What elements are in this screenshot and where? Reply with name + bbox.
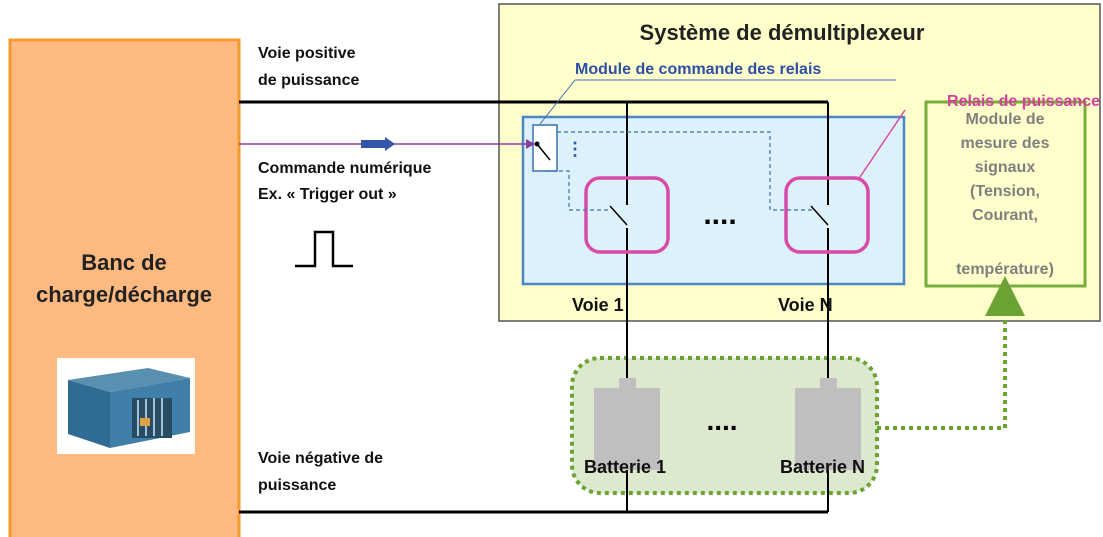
relay-ellipsis: .... xyxy=(703,198,736,231)
relay-1-switch xyxy=(609,205,628,226)
trigger-pulse-icon xyxy=(295,230,353,268)
battery-n-terminal xyxy=(820,378,837,388)
power-relay-label: Relais de puissance xyxy=(947,93,1100,110)
power-relay-n xyxy=(784,176,870,254)
measure-line6: température) xyxy=(956,261,1054,278)
negative-line-label-2: puissance xyxy=(258,477,336,494)
bench-box xyxy=(8,38,241,537)
measure-line3: signaux xyxy=(975,159,1036,176)
measure-line4: (Tension, xyxy=(970,183,1040,200)
command-internal-switch xyxy=(536,143,551,161)
command-label-1: Commande numérique xyxy=(258,160,431,177)
command-module-callout xyxy=(539,79,576,125)
positive-line-label-1: Voie positive xyxy=(258,45,356,62)
battery-1-label: Batterie 1 xyxy=(584,457,666,477)
battery-tester-photo-icon xyxy=(57,358,195,454)
measurement-link-arrow xyxy=(877,276,1025,430)
power-relay-callout xyxy=(857,109,906,181)
power-relay-1 xyxy=(584,176,670,254)
channel-n-label: Voie N xyxy=(778,295,833,315)
command-label-2: Ex. « Trigger out » xyxy=(258,186,397,203)
positive-line-label-2: de puissance xyxy=(258,72,359,89)
bench-label-line1: Banc de xyxy=(81,250,167,275)
signal-direction-arrow xyxy=(361,137,395,151)
measure-line1: Module de xyxy=(965,111,1044,128)
measure-line5: Courant, xyxy=(972,207,1038,224)
bench-label-line2: charge/décharge xyxy=(36,282,212,307)
negative-line-label-1: Voie négative de xyxy=(258,450,383,467)
relay-n-switch xyxy=(810,205,829,226)
measure-line2: mesure des xyxy=(961,135,1050,152)
relay-1-control-line xyxy=(545,170,611,211)
measurement-module-box xyxy=(924,100,1087,288)
battery-ellipsis: .... xyxy=(706,405,737,436)
signal-end-arrow xyxy=(526,139,535,149)
command-dots: ⋮ xyxy=(566,139,584,159)
battery-1-terminal xyxy=(619,378,636,388)
relay-n-control-line xyxy=(557,131,812,211)
battery-1 xyxy=(594,388,660,470)
battery-n xyxy=(795,388,861,470)
command-module-label: Module de commande des relais xyxy=(575,61,821,78)
channel-1-label: Voie 1 xyxy=(572,295,624,315)
battery-n-label: Batterie N xyxy=(780,457,865,477)
system-title: Système de démultiplexeur xyxy=(640,20,925,45)
relay-command-module xyxy=(532,124,558,172)
